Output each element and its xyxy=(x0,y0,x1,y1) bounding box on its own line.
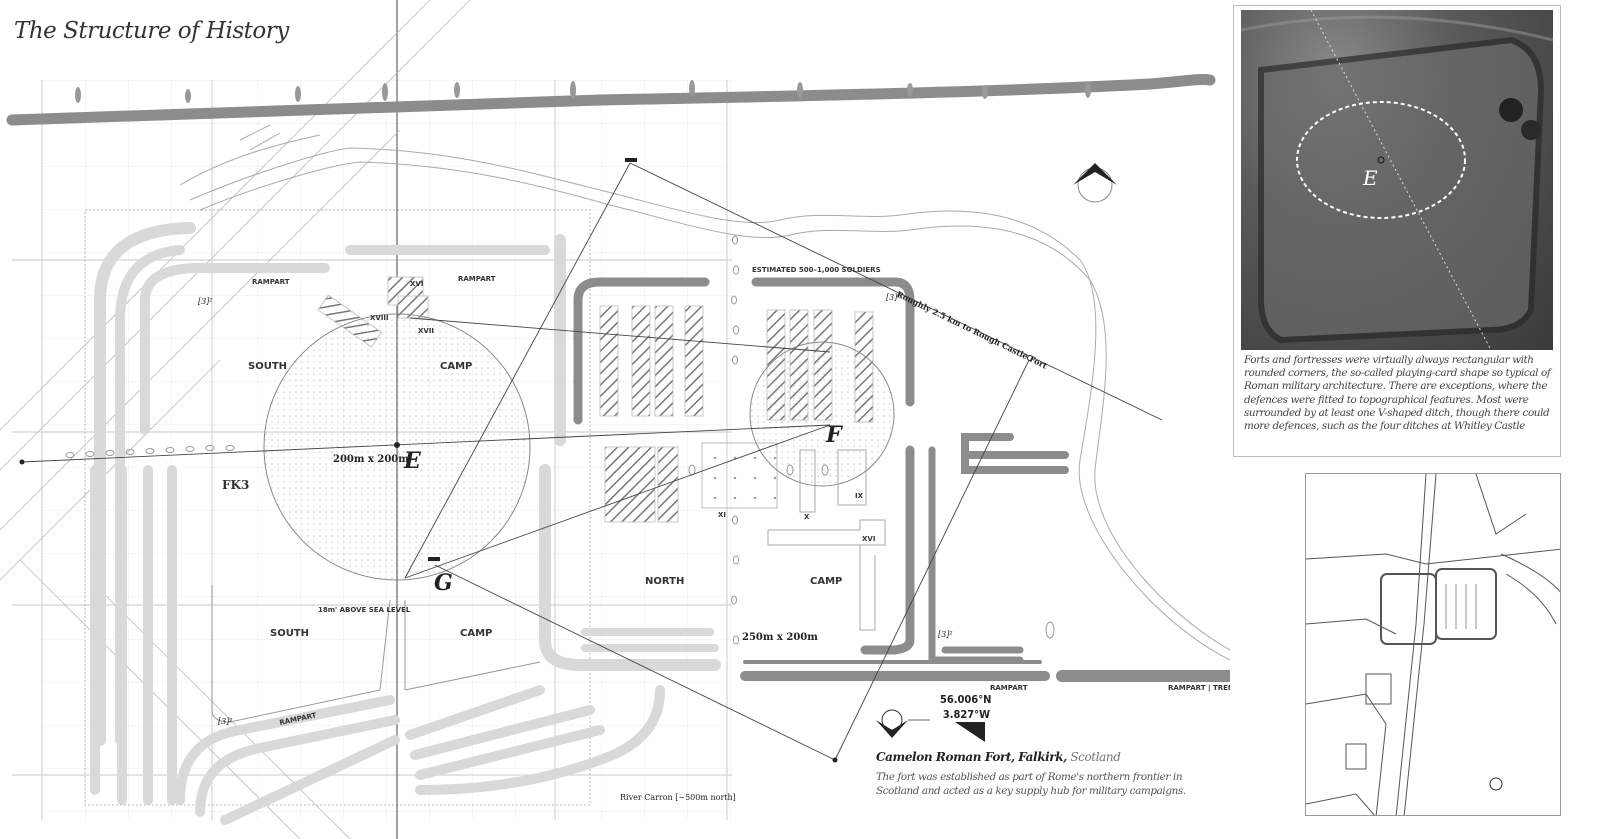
period-mark: [3]² xyxy=(198,297,213,306)
label-camp: CAMP xyxy=(440,361,472,372)
aerial-photo: E xyxy=(1241,10,1553,350)
building-label: XI xyxy=(718,511,726,519)
point-e-marker xyxy=(394,442,400,448)
south-camp-outline xyxy=(211,585,541,723)
station-marker-icon xyxy=(625,158,637,162)
latitude: 56.006°N xyxy=(940,693,992,706)
sight-lines xyxy=(21,162,1163,761)
north-camp-circle xyxy=(749,341,895,487)
stone-scatter xyxy=(65,235,1055,645)
label-river: River Carron [~500m north] xyxy=(620,793,736,802)
survey-point xyxy=(1027,355,1033,361)
building-label: X xyxy=(804,513,810,521)
period-mark: [3]² xyxy=(938,630,953,639)
photo-caption: Forts and fortresses were virtually alwa… xyxy=(1244,354,1551,433)
point-g-label: G xyxy=(434,570,453,596)
building-label: IX xyxy=(855,492,864,500)
fort-description: The fort was established as part of Rome… xyxy=(876,771,1186,797)
fort-name: Camelon Roman Fort, xyxy=(876,750,1015,764)
station-marker-icon xyxy=(428,557,440,561)
compass-icon xyxy=(876,709,985,742)
label-camp: CAMP xyxy=(810,576,842,587)
river-contours xyxy=(179,124,1230,661)
north-camp-ramparts xyxy=(573,277,1230,682)
page-title: The Structure of History xyxy=(14,18,289,44)
point-f-label: F xyxy=(825,422,843,448)
building-label: XVIII xyxy=(370,314,389,322)
period-mark: [3]² xyxy=(886,293,901,302)
label-rampart: RAMPART xyxy=(990,684,1028,692)
label-north-size: 250m x 200m xyxy=(742,632,818,643)
building-label: XVI xyxy=(862,535,875,543)
survey-point xyxy=(19,459,25,465)
longitude: 3.827°W xyxy=(942,708,990,721)
fort-title: Camelon Roman Fort, Falkirk, Scotland xyxy=(876,750,1121,764)
south-camp-ramparts xyxy=(90,222,721,825)
building-label: XVII xyxy=(418,327,434,335)
label-camp: CAMP xyxy=(460,628,492,639)
label-south: SOUTH xyxy=(270,628,309,639)
label-fk3: FK3 xyxy=(222,478,249,492)
north-arrow-icon xyxy=(1073,163,1117,203)
survey-point xyxy=(832,757,838,763)
map-compass-icon xyxy=(1489,777,1503,791)
label-rampart-trenches: RAMPART | TRENCHES xyxy=(1168,684,1230,693)
dotted-building xyxy=(701,442,778,509)
building-label: XVI xyxy=(410,280,423,288)
aerial-photo-panel: E Forts and fortresses were virtually al… xyxy=(1233,5,1561,457)
label-rough-castle: Roughly 2.5 km to Rough Castle Fort xyxy=(895,289,1049,371)
point-e-label: E xyxy=(403,448,422,474)
label-north: NORTH xyxy=(645,576,684,587)
label-rampart: RAMPART xyxy=(252,278,290,286)
label-soldiers: ESTIMATED 500–1,000 SOLDIERS xyxy=(752,266,881,274)
label-south: SOUTH xyxy=(248,361,287,372)
construction-lines xyxy=(0,0,471,839)
photo-point-e-label: E xyxy=(1362,166,1378,190)
label-south-size: 200m x 200m xyxy=(333,454,409,465)
fort-country: Scotland xyxy=(1070,750,1121,764)
coordinates: 56.006°N 3.827°W xyxy=(940,692,992,722)
location-map xyxy=(1305,473,1561,816)
label-sea-level: 18m' ABOVE SEA LEVEL xyxy=(318,606,411,614)
label-rampart: RAMPART xyxy=(458,275,496,283)
fort-plan-diagram: RAMPART RAMPART RAMPART RAMPART | TRENCH… xyxy=(0,0,1230,839)
antonine-wall xyxy=(6,74,1216,126)
period-mark: [3]² xyxy=(218,717,233,726)
fort-town: Falkirk, xyxy=(1018,750,1067,764)
